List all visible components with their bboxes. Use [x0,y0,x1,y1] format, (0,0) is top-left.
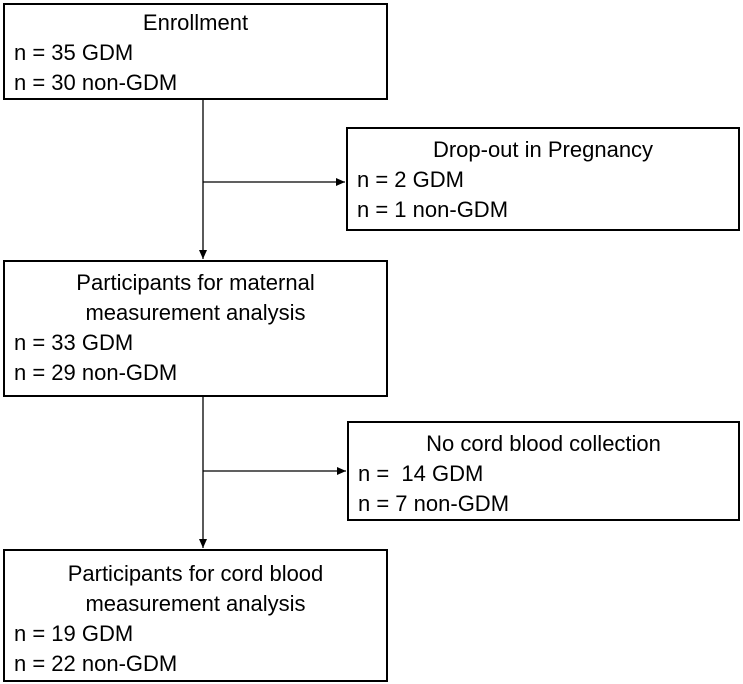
maternal-analysis-box: Participants for maternal measurement an… [3,260,388,397]
dropout-pregnancy-title: Drop-out in Pregnancy [432,137,654,162]
cord-blood-analysis-gdm-count: n = 19 GDM [14,621,134,646]
no-cord-blood-title: No cord blood collection [426,431,661,456]
dropout-pregnancy-gdm-count: n = 2 GDM [357,167,464,192]
enrollment-title: Enrollment [142,10,249,35]
cord-blood-analysis-title-line2: measurement analysis [85,591,306,616]
enrollment-box: Enrollment n = 35 GDM n = 30 non-GDM [3,3,388,100]
dropout-pregnancy-non-gdm-count: n = 1 non-GDM [357,197,509,222]
cord-blood-analysis-box: Participants for cord blood measurement … [3,549,388,682]
cord-blood-analysis-title-line1: Participants for cord blood [67,561,324,586]
no-cord-blood-gdm-count: n = 14 GDM [358,461,484,486]
maternal-analysis-non-gdm-count: n = 29 non-GDM [14,360,178,385]
no-cord-blood-box: No cord blood collection n = 14 GDM n = … [347,421,740,521]
no-cord-blood-non-gdm-count: n = 7 non-GDM [358,491,510,516]
dropout-pregnancy-box: Drop-out in Pregnancy n = 2 GDM n = 1 no… [346,127,740,231]
maternal-analysis-title-line1: Participants for maternal [76,270,315,295]
cord-blood-analysis-non-gdm-count: n = 22 non-GDM [14,651,178,676]
maternal-analysis-title-line2: measurement analysis [85,300,306,325]
enrollment-non-gdm-count: n = 30 non-GDM [14,70,178,95]
enrollment-gdm-count: n = 35 GDM [14,40,134,65]
maternal-analysis-gdm-count: n = 33 GDM [14,330,134,355]
